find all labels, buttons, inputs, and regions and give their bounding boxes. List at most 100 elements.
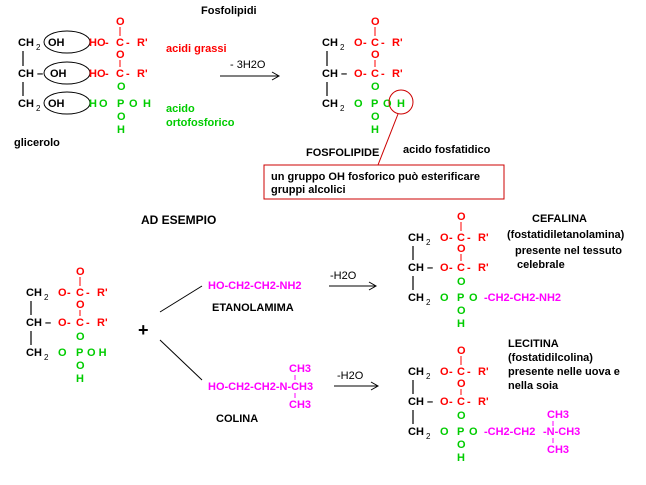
colina-ch3-bottom: CH3 <box>289 399 311 411</box>
lec-sub-top: 2 <box>426 372 431 381</box>
fa1-carbonyl-o: O <box>116 16 125 28</box>
pa-o-right: O <box>129 98 138 110</box>
lec-fa2-dash2: - <box>467 396 471 408</box>
lecitina-desc-3: nella soia <box>508 380 559 392</box>
lec-po-h-bottom: H <box>457 452 465 464</box>
fa1-dash2: - <box>126 37 130 49</box>
lecitina-desc-1: (fostatidilcolina) <box>508 352 593 364</box>
lecitina-desc-2: presente nelle uova e <box>508 366 620 378</box>
label-acido-fosfatidico: acido fosfatidico <box>403 144 491 156</box>
fa2-r: R' <box>137 68 148 80</box>
cef-ch-mid: CH – <box>408 262 433 274</box>
r-fa2-carbonyl-o: O <box>76 299 85 311</box>
cef-fa1-c: C <box>457 232 465 244</box>
glycerol-oh-2: OH <box>50 68 67 80</box>
pa2-fa1-o: O <box>354 37 363 49</box>
glycerol-ch2-top: CH <box>18 37 34 49</box>
r-fa1-dash2: - <box>86 287 90 299</box>
reaction-arrowhead-3 <box>370 381 380 391</box>
product-cefalina: CH 2 CH – CH 2 O O - C - R' O O - C - R'… <box>408 211 625 330</box>
cef-tail: -CH2-CH2-NH2 <box>484 292 561 304</box>
r-po-o-top: O <box>76 331 85 343</box>
lec-ch3-bottom: CH3 <box>547 444 569 456</box>
r-fa2-c: C <box>76 317 84 329</box>
cefalina-desc-1: (fostatidiletanolamina) <box>507 229 625 241</box>
colina-ch3-top: CH3 <box>289 363 311 375</box>
lec-fa2-o: O <box>440 396 449 408</box>
cef-fa2-dash: - <box>449 262 453 274</box>
fa1-ho: HO <box>89 37 106 49</box>
label-minus-h2o-2: -H2O <box>337 370 364 382</box>
r-ch2-bottom: CH <box>26 347 42 359</box>
r-sub-top: 2 <box>44 293 49 302</box>
r-ch-mid: CH – <box>26 317 51 329</box>
pa-h-bottom: H <box>117 124 125 136</box>
r-ch2-top: CH <box>26 287 42 299</box>
pa2-fa2-dash: - <box>363 68 367 80</box>
r-fa1-o: O <box>58 287 67 299</box>
lec-fa2-c: C <box>457 396 465 408</box>
lec-fa2-carbonyl-o: O <box>457 378 466 390</box>
r-fa1-c: C <box>76 287 84 299</box>
label-minus-h2o-1: -H2O <box>330 270 357 282</box>
r-po-h-bottom: H <box>76 373 84 385</box>
label-etanolamima: ETANOLAMIMA <box>212 302 294 314</box>
cef-fa2-dash2: - <box>467 262 471 274</box>
r-sub-bottom: 2 <box>44 353 49 362</box>
pa-h-right: H <box>143 98 151 110</box>
plus-sign: + <box>138 320 149 340</box>
reaction-circle-1 <box>43 30 91 54</box>
colina-formula: HO-CH2-CH2-N-CH3 <box>208 381 313 393</box>
lec-fa1-dash: - <box>449 366 453 378</box>
pa2-ch2-top: CH <box>322 37 338 49</box>
cef-fa1-carbonyl-o: O <box>457 211 466 223</box>
pa2-po-h-right: H <box>397 98 405 110</box>
lec-po-o-bottom: O <box>457 439 466 451</box>
product-lecitina: CH 2 CH – CH 2 O O - C - R' O O - C - R'… <box>408 338 620 464</box>
r-fa2-o: O <box>58 317 67 329</box>
pa-o-bottom: O <box>117 111 126 123</box>
glycerol-sub-bottom: 2 <box>36 104 41 113</box>
cef-fa1-dash2: - <box>467 232 471 244</box>
pa2-fa2-o: O <box>354 68 363 80</box>
lec-po-o-right: O <box>469 426 478 438</box>
lec-fa1-dash2: - <box>467 366 471 378</box>
pa2-fa2-dash2: - <box>381 68 385 80</box>
cef-fa2-carbonyl-o: O <box>457 243 466 255</box>
fatty-acids: O HO - C - R' O HO - C - R' acidi grassi <box>89 16 227 80</box>
cef-po-p: P <box>457 292 464 304</box>
glycerol-oh-1: OH <box>48 37 65 49</box>
label-acidi-grassi: acidi grassi <box>166 43 227 55</box>
fa2-c: C <box>116 68 124 80</box>
branch-line-up <box>159 285 203 313</box>
r-fa1-r: R' <box>97 287 108 299</box>
fa2-carbonyl-o: O <box>116 49 125 61</box>
lec-po-o-top: O <box>457 410 466 422</box>
pa2-fa2-r: R' <box>392 68 403 80</box>
fa2-dash: - <box>105 68 109 80</box>
r-po-p: P <box>76 347 83 359</box>
phosphoric-acid: O H O P O H O H acido ortofosforico <box>89 81 235 136</box>
free-oh-circle <box>388 89 414 115</box>
lec-fa1-c: C <box>457 366 465 378</box>
cef-sub-top: 2 <box>426 238 431 247</box>
branch-line-down <box>159 339 203 381</box>
cefalina-desc-2: presente nel tessuto <box>515 245 622 257</box>
lec-ch3-top: CH3 <box>547 409 569 421</box>
etanolamina-formula: HO-CH2-CH2-NH2 <box>208 280 302 292</box>
note-box <box>263 164 505 200</box>
label-minus-3h2o: - 3H2O <box>230 59 266 71</box>
pa2-fa2-c: C <box>371 68 379 80</box>
pa2-po-o-right: O <box>383 98 392 110</box>
pa-o-left: O <box>99 98 108 110</box>
section-ad-esempio: AD ESEMPIO <box>141 213 216 227</box>
label-lecitina: LECITINA <box>508 338 559 350</box>
reaction-circle-3 <box>43 91 91 115</box>
cef-fa2-c: C <box>457 262 465 274</box>
pa2-po-o-left: O <box>354 98 363 110</box>
pa2-fa2-carbonyl-o: O <box>371 49 380 61</box>
r-po-o-left: O <box>58 347 67 359</box>
cef-po-o-left: O <box>440 292 449 304</box>
cef-fa1-dash: - <box>449 232 453 244</box>
